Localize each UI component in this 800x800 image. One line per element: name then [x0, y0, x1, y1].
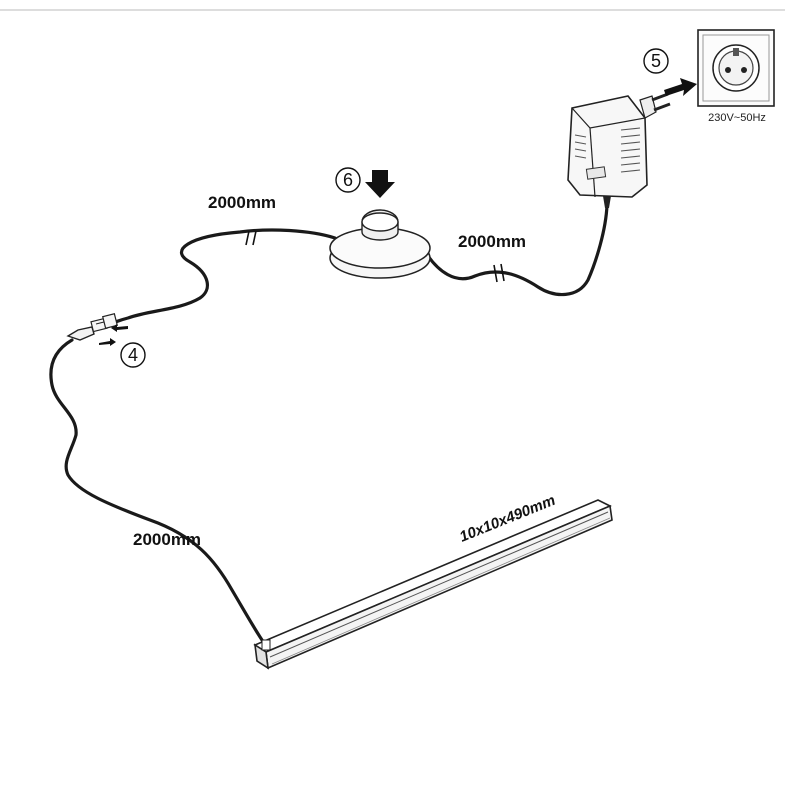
cable-connector [66, 312, 119, 341]
step-4-badge: 4 [120, 342, 146, 368]
step-6-badge: 6 [335, 167, 361, 193]
cable-switch-to-connector [110, 228, 337, 325]
arrow-right-icon [664, 78, 697, 96]
cable-break-mark-right [493, 263, 505, 283]
cable-length-label: 2000mm [133, 530, 201, 549]
step-6-number: 6 [343, 170, 353, 190]
arrow-down-icon [365, 170, 395, 198]
step-4-number: 4 [128, 345, 138, 365]
cable-length-label: 2000mm [458, 232, 526, 251]
cable-length-label: 2000mm [208, 193, 276, 212]
arrow-right-icon [99, 338, 116, 346]
led-profile [253, 499, 613, 670]
step-5-badge: 5 [643, 48, 669, 74]
wall-socket: 230V~50Hz [697, 29, 775, 124]
step-5-number: 5 [651, 51, 661, 71]
power-adapter [567, 92, 671, 208]
arrow-left-icon [111, 324, 128, 332]
foot-switch [329, 209, 431, 279]
voltage-label: 230V~50Hz [708, 112, 766, 124]
cable-adapter-to-switch [426, 203, 609, 296]
cable-break-mark-left [245, 230, 257, 246]
cable-connector-to-profile [49, 338, 264, 642]
